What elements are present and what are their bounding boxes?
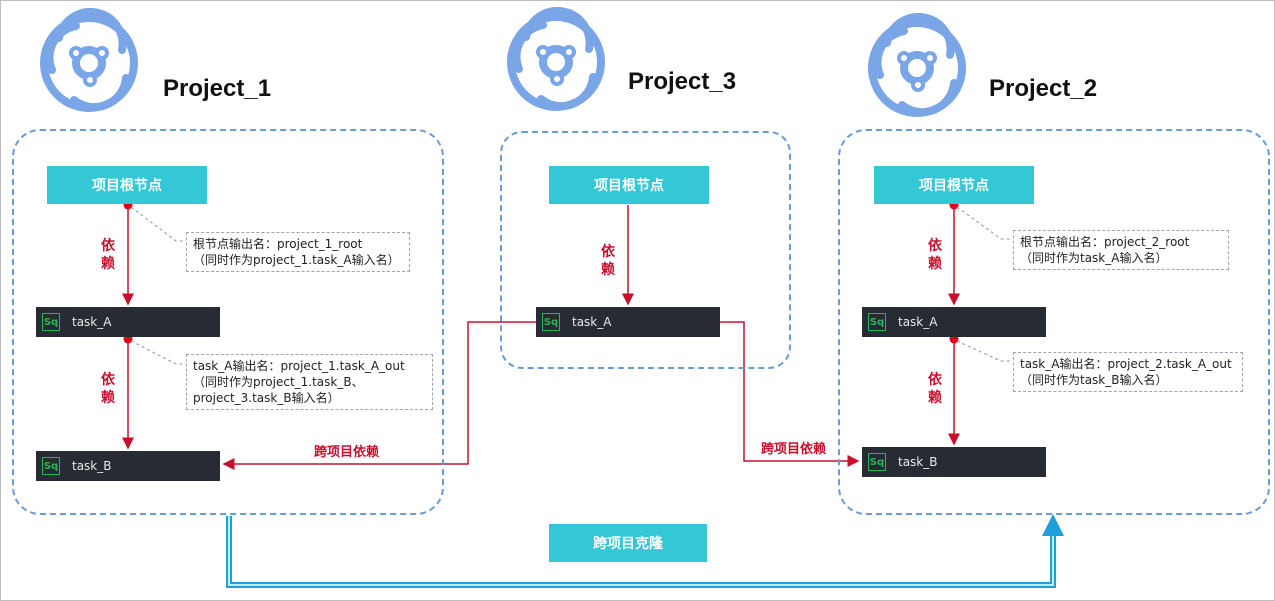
note-line: （同时作为task_A输入名） [1020, 251, 1168, 265]
note-line: project_3.task_B输入名） [193, 391, 340, 405]
project-title: Project_2 [989, 75, 1098, 102]
project-title: Project_1 [163, 75, 272, 102]
dependency-label: 依赖 [101, 238, 115, 272]
task-label: task_A [572, 315, 612, 329]
note-leader [956, 206, 1013, 240]
dependency-label: 依赖 [928, 372, 942, 406]
task-label: task_A [898, 315, 938, 329]
clone-arrow-head [1042, 514, 1064, 536]
note-leader [130, 340, 186, 365]
note-line: （同时作为project_1.task_A输入名） [193, 253, 400, 267]
note-line: （同时作为project_1.task_B、 [193, 375, 364, 389]
cross-dep-edge-p3-to-p1 [222, 321, 536, 470]
output-name-note: 根节点输出名：project_2_root （同时作为task_A输入名） [1013, 230, 1229, 270]
note-leader [130, 206, 186, 242]
task-node-a[interactable]: Sq task_A [36, 307, 220, 337]
note-line: 根节点输出名：project_2_root [1020, 235, 1190, 249]
task-node-b[interactable]: Sq task_B [36, 451, 220, 481]
cross-project-clone-label: 跨项目克隆 [549, 524, 707, 562]
root-node[interactable]: 项目根节点 [549, 166, 709, 204]
sql-icon: Sq [868, 453, 886, 471]
sql-icon: Sq [42, 457, 60, 475]
output-name-note: 根节点输出名：project_1_root （同时作为project_1.tas… [186, 232, 410, 272]
sql-icon: Sq [542, 313, 560, 331]
output-name-note: task_A输出名：project_2.task_A_out （同时作为task… [1013, 352, 1243, 392]
sql-icon: Sq [868, 313, 886, 331]
task-node-b[interactable]: Sq task_B [862, 447, 1046, 477]
task-node-a[interactable]: Sq task_A [862, 307, 1046, 337]
note-line: task_A输出名：project_1.task_A_out [193, 359, 405, 373]
note-line: task_A输出名：project_2.task_A_out [1020, 357, 1232, 371]
dependency-label: 依赖 [928, 238, 942, 272]
project-container-1 [12, 129, 444, 515]
task-label: task_A [72, 315, 112, 329]
swirl-logo-icon [868, 13, 966, 117]
swirl-logo-icon [40, 8, 138, 112]
root-node[interactable]: 项目根节点 [874, 166, 1034, 204]
dependency-label: 依赖 [601, 244, 615, 278]
dependency-label: 依赖 [101, 372, 115, 406]
note-line: 根节点输出名：project_1_root [193, 237, 363, 251]
task-node-a[interactable]: Sq task_A [536, 307, 720, 337]
cross-project-dependency-label: 跨项目依赖 [314, 445, 380, 460]
project-title: Project_3 [628, 68, 737, 95]
task-label: task_B [898, 455, 938, 469]
swirl-logo-icon [507, 7, 605, 111]
cross-dep-edge-p3-to-p2 [720, 321, 860, 467]
sql-icon: Sq [42, 313, 60, 331]
note-leader [956, 340, 1013, 362]
root-node[interactable]: 项目根节点 [47, 166, 207, 204]
cross-project-dependency-label: 跨项目依赖 [761, 442, 827, 457]
project-container-2 [838, 129, 1270, 515]
clone-arrow-inner [228, 516, 1054, 586]
output-name-note: task_A输出名：project_1.task_A_out （同时作为proj… [186, 354, 433, 410]
project-container-3 [500, 131, 791, 369]
note-line: （同时作为task_B输入名） [1020, 373, 1168, 387]
task-label: task_B [72, 459, 112, 473]
